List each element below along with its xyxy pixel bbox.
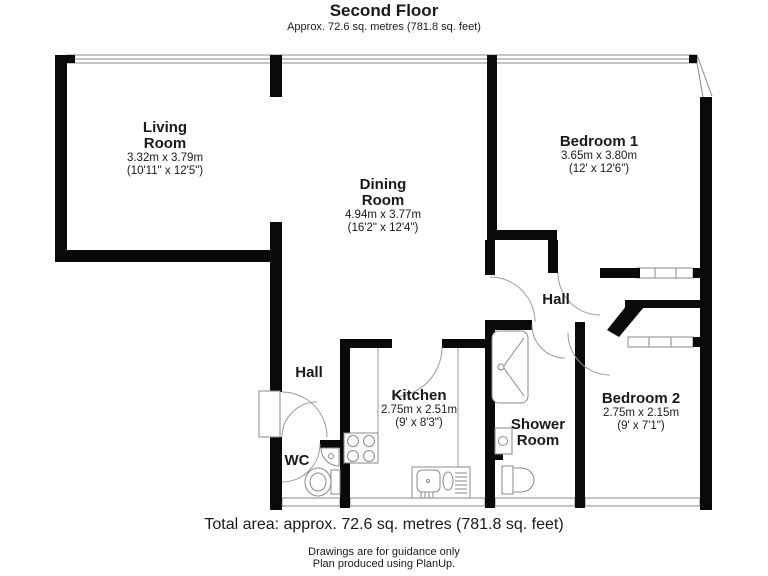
fixtures: [304, 330, 535, 499]
wall: [270, 437, 282, 510]
room-dims-metric: 2.75m x 2.15m: [602, 407, 680, 419]
wall: [485, 320, 495, 508]
room-name: Dining: [359, 176, 407, 193]
room-name: WC: [284, 452, 310, 469]
room-dims-imperial: (12' x 12'6"): [568, 163, 630, 175]
room-name: Shower: [510, 416, 566, 433]
room-label-kitchen: Kitchen 2.75m x 2.51m (9' x 8'3"): [381, 388, 457, 430]
entrance-door-arc: [281, 391, 328, 438]
room-label-hall-main: Hall: [542, 292, 570, 308]
wall-angled-bedroom2: [607, 300, 644, 337]
wall: [600, 268, 640, 278]
room-name: Kitchen: [391, 387, 447, 404]
wall: [270, 222, 282, 392]
wall: [55, 250, 282, 262]
room-dims-imperial: (10'11" x 12'5"): [126, 165, 204, 177]
room-dims-imperial: (9' x 7'1"): [617, 420, 665, 432]
shower-door-arc: [531, 324, 566, 359]
wc-basin-icon: [320, 447, 340, 467]
room-dims-metric: 3.32m x 3.79m: [126, 152, 204, 164]
page-title: Second Floor: [329, 1, 439, 20]
entrance-door-arc: [281, 401, 318, 438]
room-label-bedroom-1: Bedroom 1 3.65m x 3.80m (12' x 12'6"): [560, 134, 638, 176]
window-bottom-wc: [281, 497, 341, 507]
wall: [270, 55, 282, 97]
wc-toilet-icon: [304, 467, 341, 497]
window-bottom-shower: [494, 497, 576, 507]
room-dims-metric: 4.94m x 3.77m: [344, 209, 422, 221]
room-label-shower-room: Shower Room: [511, 417, 565, 449]
wall: [693, 268, 712, 278]
shower-toilet-icon: [501, 465, 535, 495]
wall: [487, 55, 497, 240]
walls: [55, 55, 712, 510]
wall: [575, 322, 585, 508]
room-dims-metric: 2.75m x 2.51m: [380, 404, 458, 416]
hob-icon: [343, 432, 379, 464]
wall: [693, 337, 712, 347]
shower-basin-icon: [494, 427, 513, 455]
window-bottom-bedroom2: [584, 497, 701, 507]
window-bottom-kitchen: [349, 497, 486, 507]
wall: [442, 339, 495, 348]
wall: [340, 339, 392, 348]
wall: [487, 230, 557, 240]
wall: [625, 300, 712, 308]
total-area-text: Total area: approx. 72.6 sq. metres (781…: [204, 516, 564, 533]
room-dims-metric: 3.65m x 3.80m: [560, 150, 638, 162]
room-name: Bedroom 2: [601, 390, 681, 407]
room-label-dining-room: Dining Room 4.94m x 3.77m (16'2" x 12'4"…: [345, 177, 421, 235]
room-name: Room: [516, 432, 560, 449]
wall: [485, 320, 532, 330]
wall: [67, 55, 75, 63]
bedroom2-door-arc: [567, 332, 611, 376]
kitchen-door-arc: [391, 346, 443, 398]
dining-hall-door-arc: [489, 276, 536, 323]
room-label-living-room: Living Room 3.32m x 3.79m (10'11" x 12'5…: [127, 120, 203, 178]
bedroom1-door-arc: [557, 272, 601, 316]
room-name: Bedroom 1: [559, 133, 639, 150]
room-name: Hall: [542, 291, 570, 308]
sink-unit-icon: [411, 466, 471, 499]
room-dims-imperial: (16'2" x 12'4"): [347, 222, 419, 234]
page-subtitle: Approx. 72.6 sq. metres (781.8 sq. feet): [287, 21, 481, 33]
wall: [689, 55, 697, 63]
room-name: Living: [142, 119, 188, 136]
credit-text: Plan produced using PlanUp.: [312, 558, 456, 570]
wc-door-arc: [281, 443, 321, 483]
wall: [320, 440, 350, 448]
wall: [55, 55, 67, 262]
wardrobe-band-bedroom1: [636, 267, 694, 279]
room-name: Hall: [295, 364, 323, 381]
shower-tray-icon: [491, 330, 529, 404]
room-label-bedroom-2: Bedroom 2 2.75m x 2.15m (9' x 7'1"): [602, 391, 680, 433]
room-label-hall-entry: Hall: [295, 365, 323, 381]
wall: [548, 240, 558, 273]
disclaimer-text: Drawings are for guidance only: [308, 546, 460, 558]
wall: [485, 240, 495, 275]
entrance-door-leaf: [258, 390, 281, 438]
window-corner-diagonal: [696, 54, 713, 97]
doors: [258, 272, 611, 483]
wall: [340, 340, 350, 508]
wardrobe-band-bedroom2: [627, 336, 694, 348]
room-name: Room: [361, 192, 405, 209]
room-name: Room: [143, 135, 187, 152]
room-label-wc: WC: [285, 453, 310, 469]
room-dims-imperial: (9' x 8'3"): [395, 417, 443, 429]
